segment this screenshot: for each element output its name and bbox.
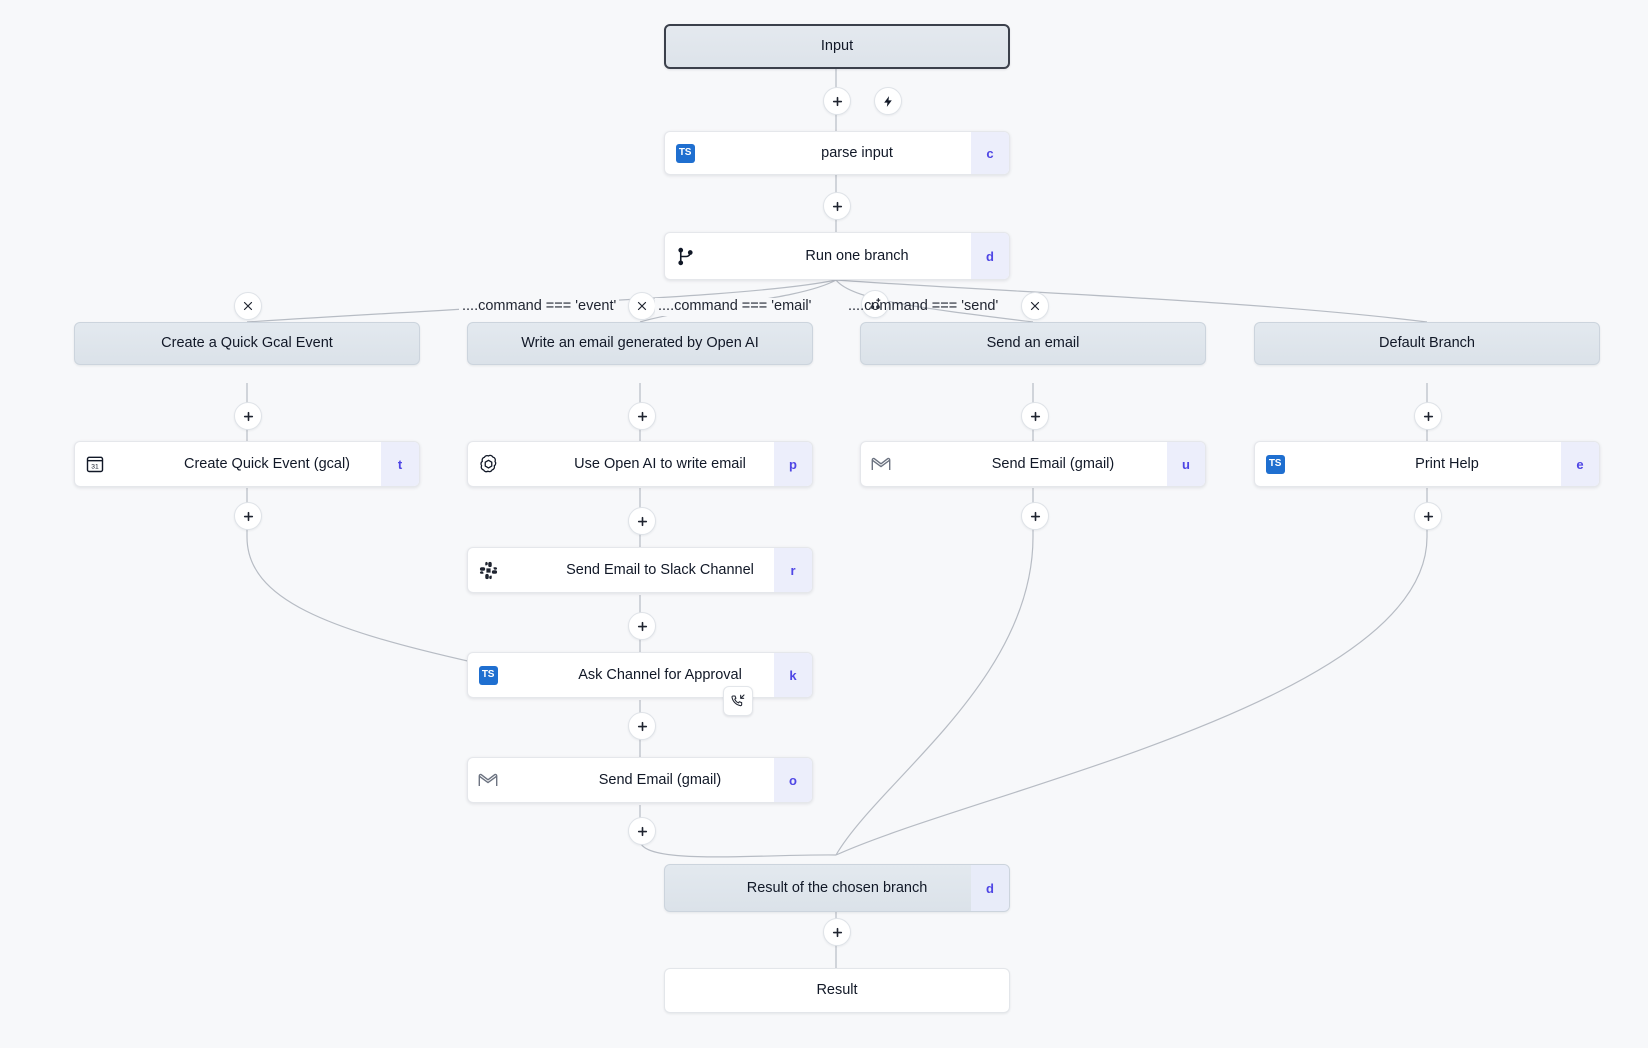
- node-run-one-branch[interactable]: Run one branch d: [664, 232, 1010, 280]
- close-icon: [1030, 301, 1040, 311]
- node-send-email-slack[interactable]: Send Email to Slack Channel r: [467, 547, 813, 593]
- node-use-openai-label: Use Open AI to write email: [574, 455, 746, 472]
- plus-icon: [1030, 411, 1040, 421]
- node-ask-approval-label: Ask Channel for Approval: [578, 666, 742, 683]
- remove-branch-button-2[interactable]: [628, 292, 656, 320]
- plus-icon: [243, 411, 253, 421]
- branch-header-default-label: Default Branch: [1379, 335, 1475, 352]
- branch-header-email[interactable]: Write an email generated by Open AI: [467, 322, 813, 365]
- add-step-button-after-approval[interactable]: [628, 712, 656, 740]
- trigger-button[interactable]: [874, 87, 902, 115]
- add-step-button-after-openai[interactable]: [628, 507, 656, 535]
- node-send-email-gmail-u-label: Send Email (gmail): [991, 455, 1115, 472]
- add-step-button-parse-input[interactable]: [823, 192, 851, 220]
- add-step-button-branch-event[interactable]: [234, 402, 262, 430]
- branch-condition-send: ....command === 'send': [848, 298, 999, 314]
- node-run-one-branch-label: Run one branch: [805, 247, 909, 264]
- add-step-button-after-gmail-o[interactable]: [628, 817, 656, 845]
- shortcut-key-ask-approval[interactable]: k: [774, 653, 812, 697]
- plus-icon: [637, 621, 647, 631]
- typescript-icon: TS: [665, 132, 705, 174]
- node-print-help[interactable]: TS Print Help e: [1254, 441, 1600, 487]
- lightning-bolt-icon: [883, 95, 892, 107]
- branch-header-email-label: Write an email generated by Open AI: [521, 335, 759, 352]
- plus-icon: [637, 411, 647, 421]
- plus-icon: [637, 721, 647, 731]
- plus-icon: [832, 201, 842, 211]
- node-send-email-gmail-o-label: Send Email (gmail): [598, 771, 722, 788]
- add-branch-button[interactable]: [861, 290, 889, 318]
- google-calendar-icon: 31: [75, 442, 115, 486]
- node-use-openai[interactable]: Use Open AI to write email p: [467, 441, 813, 487]
- close-icon: [243, 301, 253, 311]
- plus-icon: [832, 96, 842, 106]
- node-result-of-chosen-branch[interactable]: Result of the chosen branch d: [664, 864, 1010, 912]
- shortcut-key-parse-input[interactable]: c: [971, 132, 1009, 174]
- branch-header-event-label: Create a Quick Gcal Event: [161, 335, 333, 352]
- branch-header-default[interactable]: Default Branch: [1254, 322, 1600, 365]
- shortcut-key-send-email-gmail-u[interactable]: u: [1167, 442, 1205, 486]
- add-step-button-after-print-help[interactable]: [1414, 502, 1442, 530]
- plus-icon: [1423, 511, 1433, 521]
- shortcut-key-run-one-branch[interactable]: d: [971, 233, 1009, 279]
- add-step-button-after-result-branch[interactable]: [823, 918, 851, 946]
- add-step-button-after-gcal[interactable]: [234, 502, 262, 530]
- slack-icon: [468, 548, 508, 592]
- shortcut-key-result-of-chosen-branch[interactable]: d: [971, 865, 1009, 911]
- node-create-quick-event[interactable]: 31 Create Quick Event (gcal) t: [74, 441, 420, 487]
- add-step-button-branch-email[interactable]: [628, 402, 656, 430]
- add-step-button-after-slack[interactable]: [628, 612, 656, 640]
- svg-text:31: 31: [91, 464, 99, 471]
- node-parse-input[interactable]: TS parse input c: [664, 131, 1010, 175]
- typescript-icon: TS: [468, 653, 508, 697]
- gmail-icon: [468, 758, 508, 802]
- branch-header-send-label: Send an email: [986, 335, 1080, 352]
- node-result-of-chosen-branch-label: Result of the chosen branch: [746, 879, 928, 896]
- suspend-approval-icon[interactable]: [723, 686, 753, 716]
- plus-icon: [637, 516, 647, 526]
- branch-header-send[interactable]: Send an email: [860, 322, 1206, 365]
- branch-header-event[interactable]: Create a Quick Gcal Event: [74, 322, 420, 365]
- shortcut-key-use-openai[interactable]: p: [774, 442, 812, 486]
- add-step-button-branch-default[interactable]: [1414, 402, 1442, 430]
- add-branch-icon: [870, 297, 880, 309]
- node-result-label: Result: [816, 982, 858, 999]
- node-input-label: Input: [820, 38, 854, 55]
- branch-icon: [665, 233, 705, 279]
- branch-condition-event: ....command === 'event': [459, 298, 620, 316]
- node-send-email-slack-label: Send Email to Slack Channel: [566, 561, 754, 578]
- shortcut-key-send-email-slack[interactable]: r: [774, 548, 812, 592]
- plus-icon: [637, 826, 647, 836]
- plus-icon: [832, 927, 842, 937]
- node-print-help-label: Print Help: [1415, 455, 1479, 472]
- gmail-icon: [861, 442, 901, 486]
- add-step-button-branch-send[interactable]: [1021, 402, 1049, 430]
- remove-branch-button-1[interactable]: [234, 292, 262, 320]
- plus-icon: [1423, 411, 1433, 421]
- node-parse-input-label: parse input: [821, 144, 893, 161]
- close-icon: [637, 301, 647, 311]
- add-step-button-after-gmail-u[interactable]: [1021, 502, 1049, 530]
- plus-icon: [1030, 511, 1040, 521]
- typescript-icon: TS: [1255, 442, 1295, 486]
- node-create-quick-event-label: Create Quick Event (gcal): [183, 455, 350, 472]
- shortcut-key-send-email-gmail-o[interactable]: o: [774, 758, 812, 802]
- openai-icon: [468, 442, 508, 486]
- add-step-button-input[interactable]: [823, 87, 851, 115]
- node-send-email-gmail-o[interactable]: Send Email (gmail) o: [467, 757, 813, 803]
- shortcut-key-print-help[interactable]: e: [1561, 442, 1599, 486]
- node-ask-approval[interactable]: TS Ask Channel for Approval k: [467, 652, 813, 698]
- shortcut-key-create-quick-event[interactable]: t: [381, 442, 419, 486]
- node-send-email-gmail-u[interactable]: Send Email (gmail) u: [860, 441, 1206, 487]
- branch-condition-email: ....command === 'email': [655, 298, 815, 316]
- node-result[interactable]: Result: [664, 968, 1010, 1013]
- node-input[interactable]: Input: [664, 24, 1010, 69]
- remove-branch-button-3[interactable]: [1021, 292, 1049, 320]
- plus-icon: [243, 511, 253, 521]
